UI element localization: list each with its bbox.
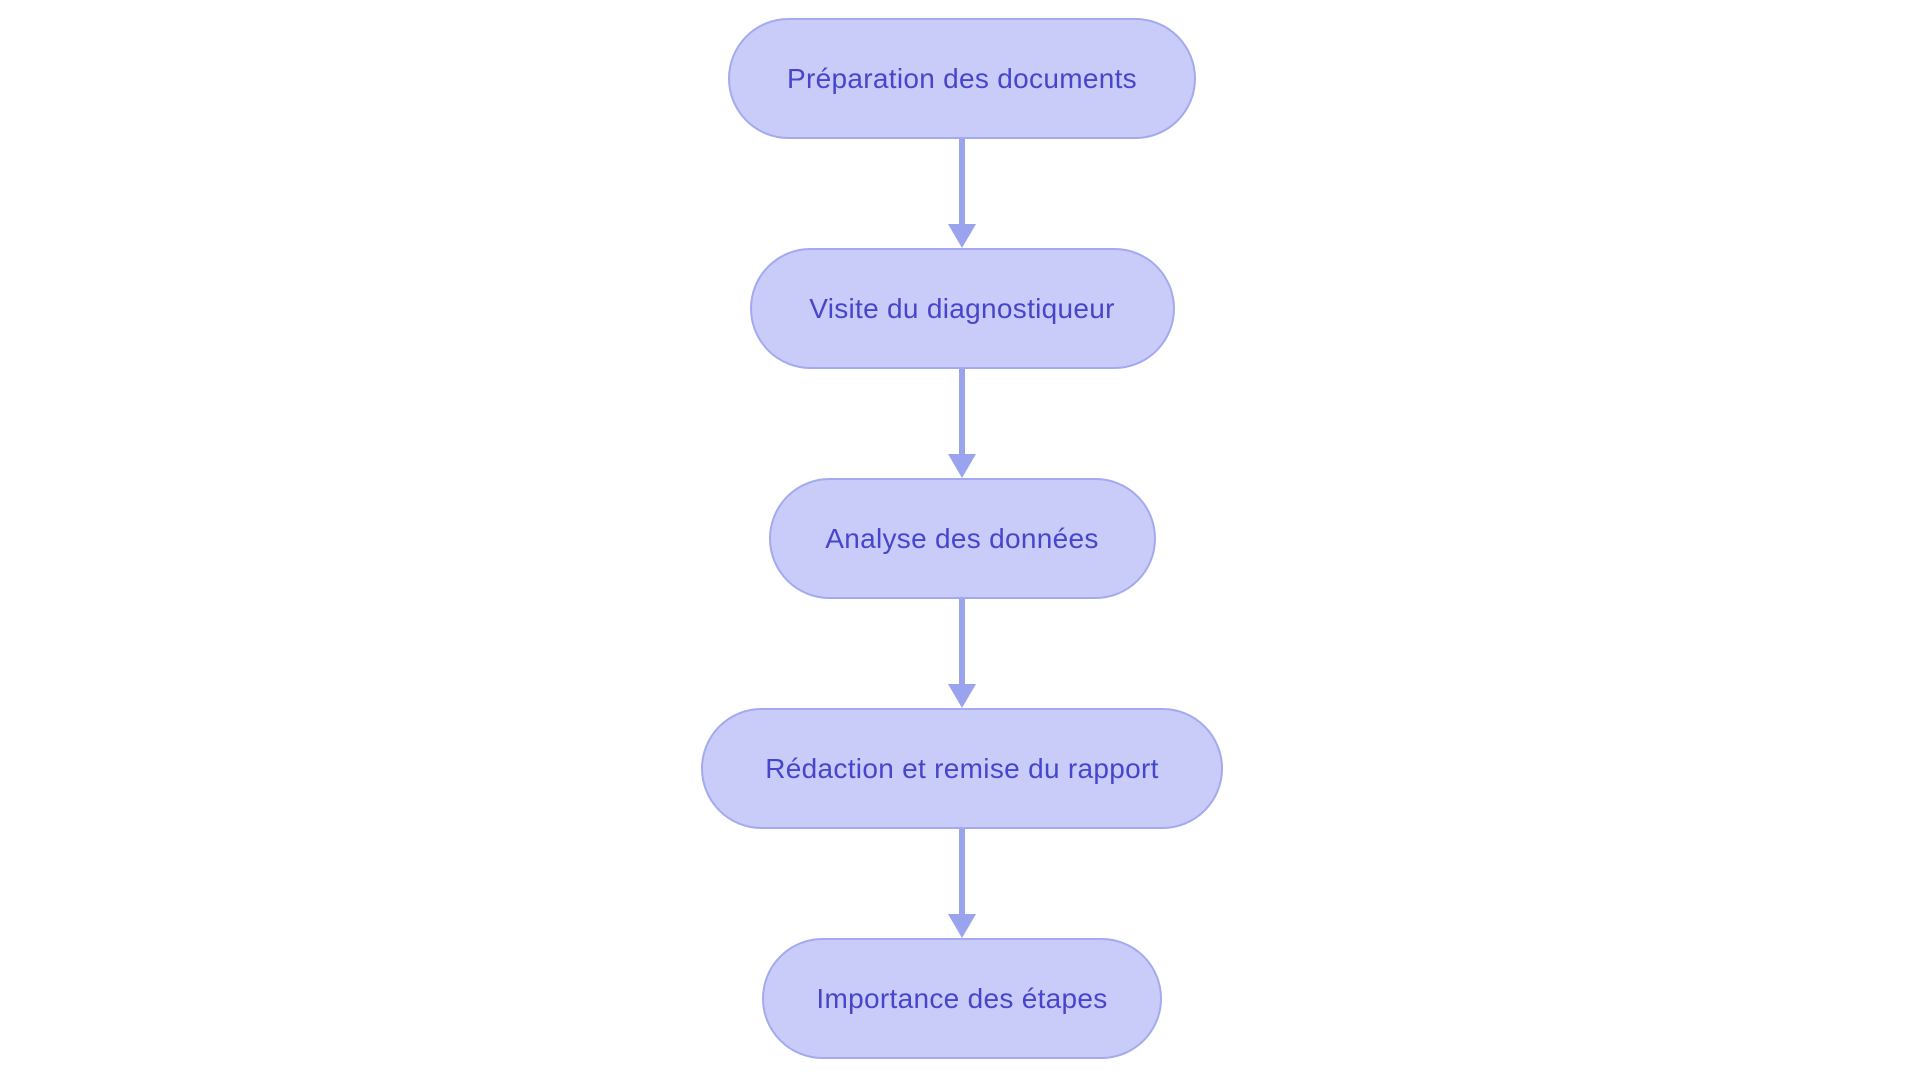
arrow-shaft [959,829,965,914]
node-label: Rédaction et remise du rapport [765,752,1159,784]
flow-arrow-1 [947,139,977,248]
flowchart-node-preparation-des-documents: Préparation des documents [728,18,1196,139]
flowchart: Préparation des documents Visite du diag… [701,18,1223,1059]
arrow-down-icon [948,224,976,248]
node-label: Préparation des documents [787,62,1137,94]
flowchart-node-visite-du-diagnostiqueur: Visite du diagnostiqueur [749,248,1175,369]
arrow-shaft [959,599,965,684]
arrow-shaft [959,369,965,454]
flow-arrow-2 [947,369,977,478]
flow-arrow-4 [947,829,977,938]
node-label: Analyse des données [825,522,1099,554]
node-label: Visite du diagnostiqueur [809,292,1115,324]
node-label: Importance des étapes [816,982,1108,1014]
flowchart-node-redaction-et-remise-du-rapport: Rédaction et remise du rapport [701,708,1223,829]
arrow-shaft [959,139,965,224]
flowchart-node-analyse-des-donnees: Analyse des données [768,478,1156,599]
arrow-down-icon [948,454,976,478]
flowchart-node-importance-des-etapes: Importance des étapes [762,938,1162,1059]
arrow-down-icon [948,914,976,938]
flow-arrow-3 [947,599,977,708]
arrow-down-icon [948,684,976,708]
